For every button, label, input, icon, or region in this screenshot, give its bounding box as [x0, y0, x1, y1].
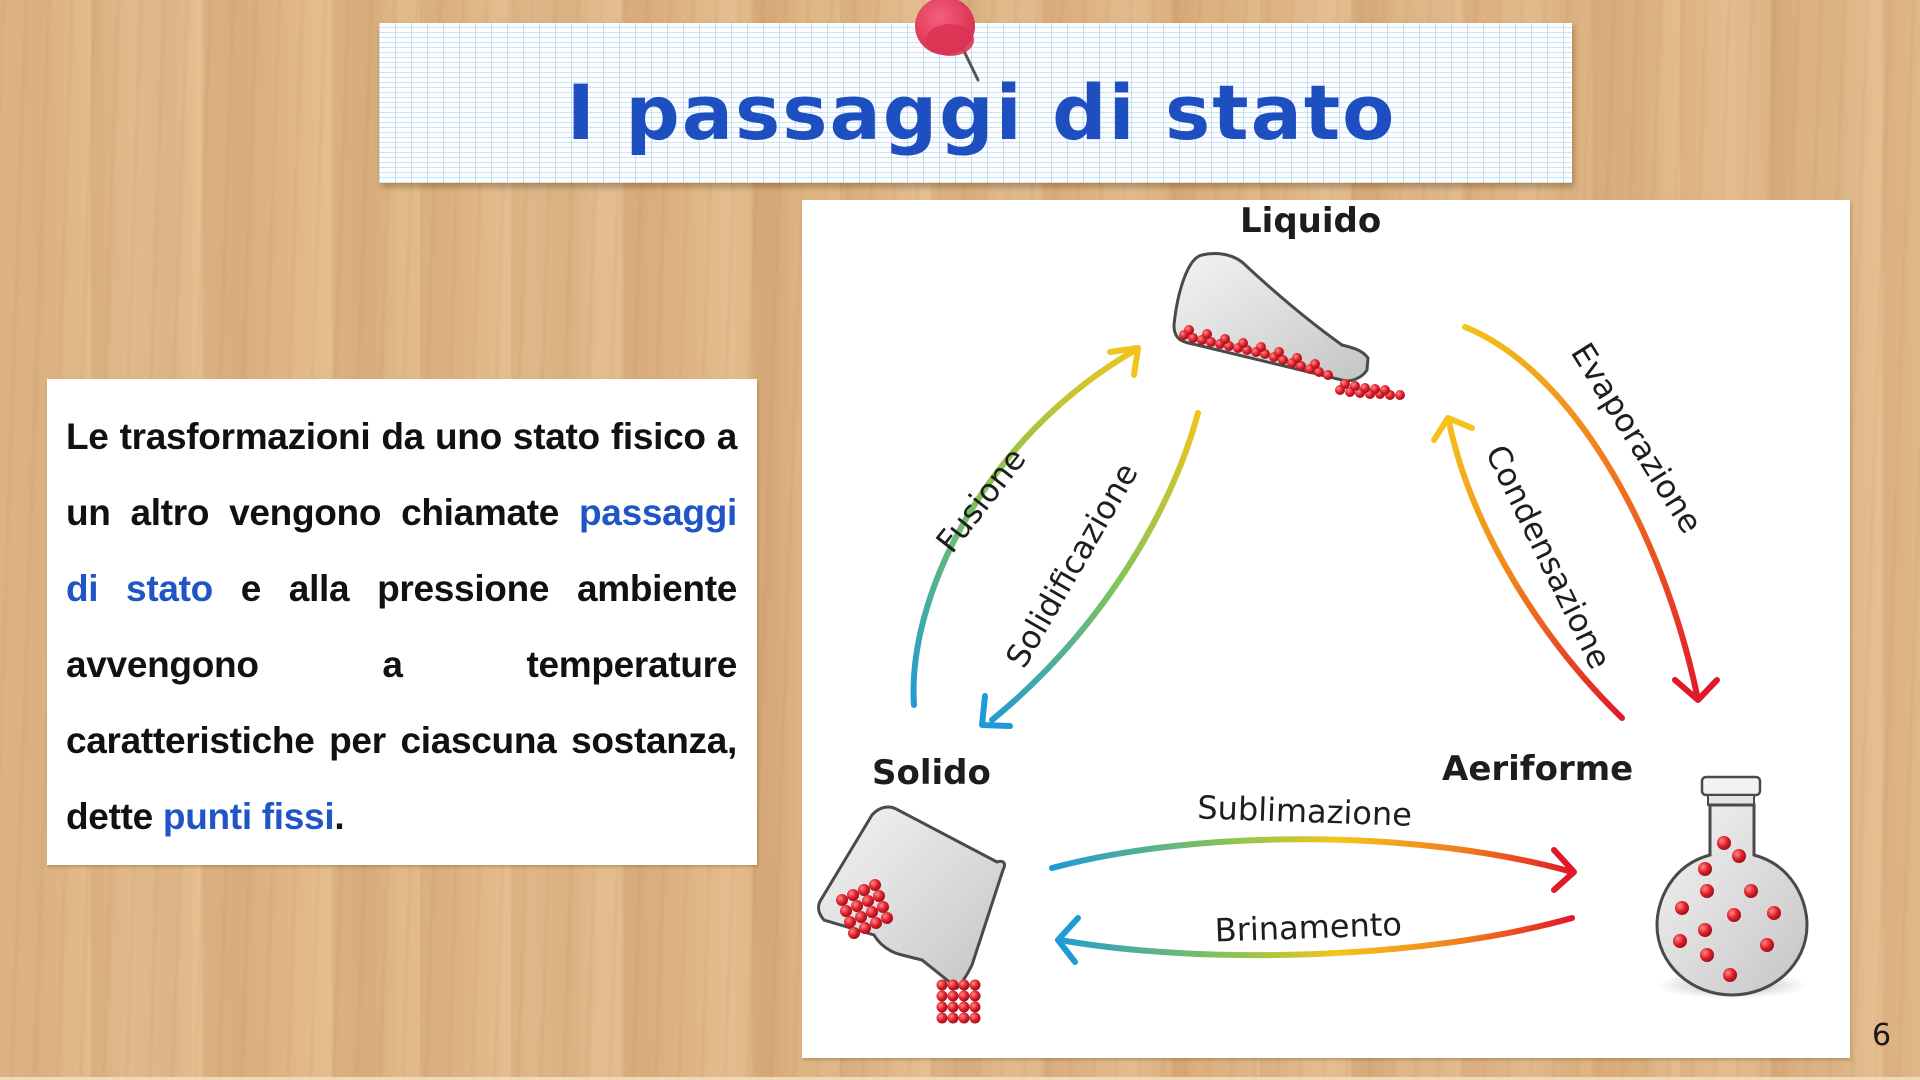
- definition-paragraph: Le trasformazioni da uno stato fisico a …: [66, 399, 737, 855]
- text-segment: Le trasformazioni da uno stato fisico a …: [66, 416, 737, 533]
- state-label-solid: Solido: [872, 753, 991, 793]
- arrow-deposition: [1055, 915, 1575, 965]
- states-of-matter-diagram: Liquido Solido Aeriforme: [802, 200, 1850, 1058]
- push-pin-icon: [915, 0, 980, 82]
- state-label-gas: Aeriforme: [1442, 749, 1633, 789]
- transition-label-sublimation: Sublimazione: [1197, 788, 1413, 833]
- highlight-term-punti-fissi: punti fissi: [162, 796, 335, 837]
- highlight-term-passaggi-di-stato: passaggi di stato: [66, 492, 737, 609]
- arrow-sublimation: [1049, 836, 1577, 893]
- definition-text-card: Le trasformazioni da uno stato fisico a …: [47, 379, 757, 865]
- arrow-evaporation: [1462, 324, 1720, 703]
- slide-title: I passaggi di stato: [566, 68, 1397, 157]
- arrow-condensation: [1431, 415, 1625, 721]
- page-number: 6: [1872, 1018, 1892, 1053]
- transition-label-fusion: Fusione: [928, 440, 1033, 560]
- round-flask-with-gas-icon: [1655, 775, 1809, 999]
- transition-label-evaporation: Evaporazione: [1563, 336, 1710, 540]
- tipped-beaker-with-solid-icon: [817, 805, 1006, 1024]
- text-segment: .: [334, 796, 345, 837]
- arrow-fusion: [910, 345, 1141, 708]
- state-label-liquid: Liquido: [1240, 201, 1381, 241]
- bottom-band: [0, 1077, 1920, 1080]
- tipped-flask-with-liquid-icon: [1172, 252, 1405, 400]
- transition-label-deposition: Brinamento: [1214, 905, 1402, 950]
- title-note: I passaggi di stato: [379, 23, 1572, 183]
- arrow-solidification: [979, 410, 1201, 729]
- text-segment: e alla pressione ambiente avvengono a te…: [66, 568, 737, 837]
